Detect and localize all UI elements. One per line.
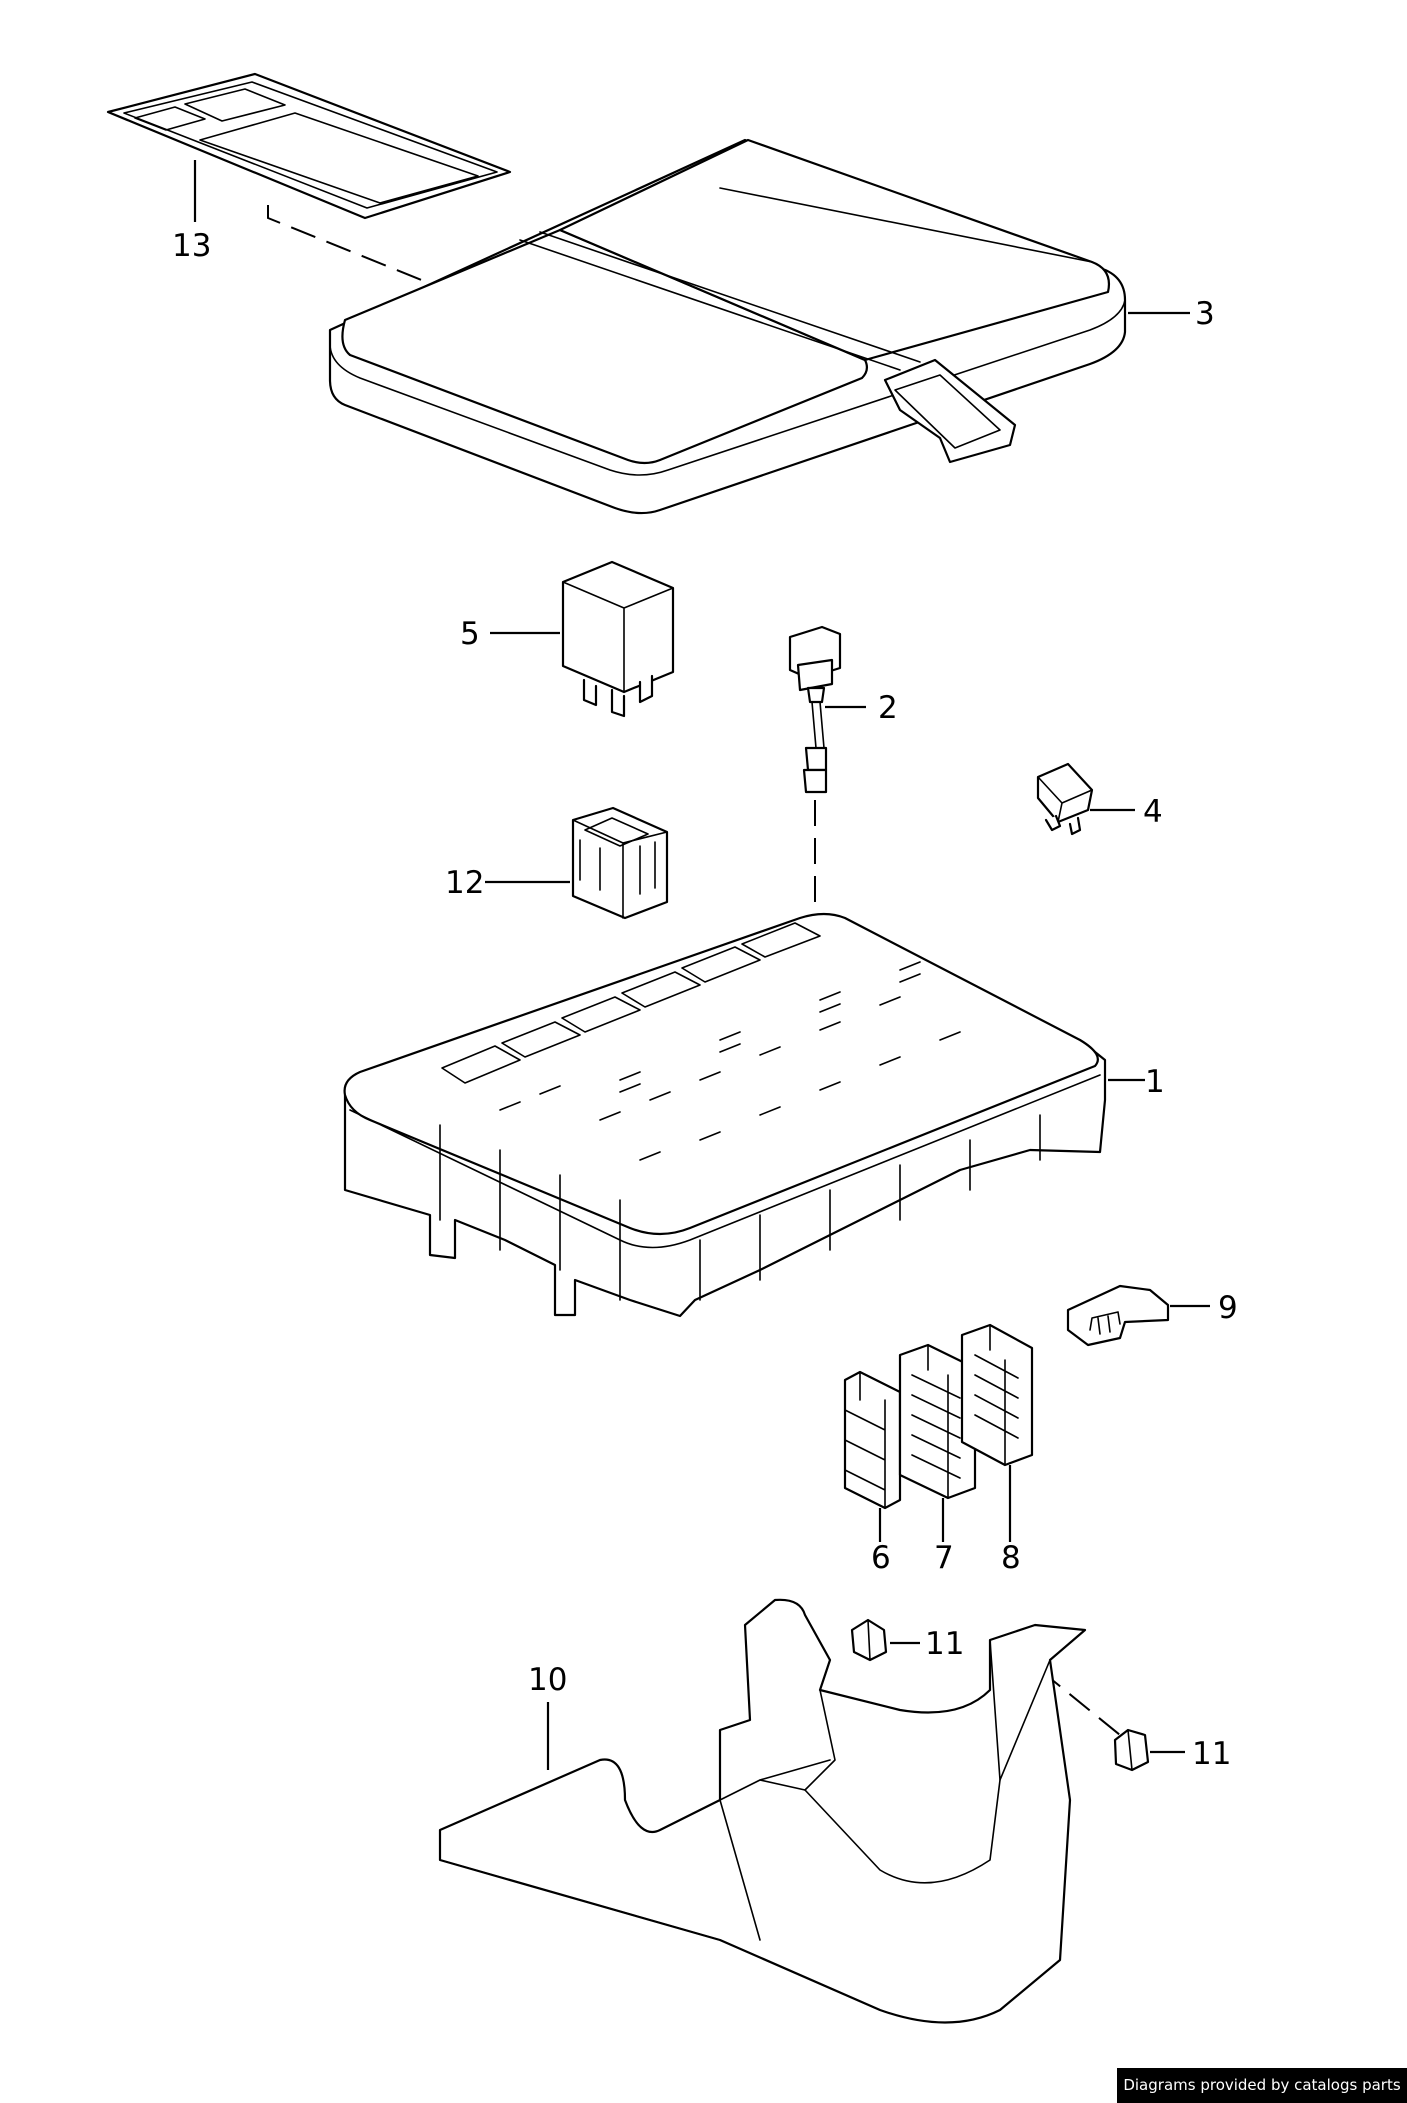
callout-6: 6 — [871, 1540, 891, 1576]
part-2-connector — [788, 625, 842, 794]
callout-12: 12 — [445, 865, 484, 901]
callout-11-lower: 11 — [1192, 1736, 1231, 1772]
part-1-fuse-box — [343, 912, 1107, 1318]
part-4-fuse — [1036, 762, 1094, 836]
callout-13: 13 — [172, 228, 211, 264]
credit-banner: Diagrams provided by catalogs parts — [1117, 2068, 1407, 2103]
callout-10: 10 — [528, 1662, 567, 1698]
part-7-fuse-holder — [898, 1343, 977, 1500]
callout-3: 3 — [1195, 296, 1215, 332]
callout-5: 5 — [460, 616, 480, 652]
part-12-relay-socket — [571, 806, 669, 920]
part-8-fuse-holder — [960, 1323, 1034, 1467]
part-5-relay — [561, 560, 675, 718]
callout-2: 2 — [878, 690, 898, 726]
part-3-cover — [328, 138, 1127, 515]
callout-1: 1 — [1145, 1064, 1165, 1100]
callout-8: 8 — [1001, 1540, 1021, 1576]
callout-11-upper: 11 — [925, 1626, 964, 1662]
part-11-nut-upper — [850, 1618, 888, 1662]
part-10-bracket — [438, 1598, 1087, 2024]
callout-7: 7 — [934, 1540, 954, 1576]
part-13-guide-line — [267, 205, 571, 345]
callout-4: 4 — [1143, 794, 1163, 830]
callout-9: 9 — [1218, 1290, 1238, 1326]
part-13-label-card — [106, 72, 512, 220]
part-6-fuse-holder — [843, 1370, 902, 1510]
part-11-nut-lower — [1113, 1728, 1150, 1772]
part-9-clip — [1066, 1284, 1170, 1347]
